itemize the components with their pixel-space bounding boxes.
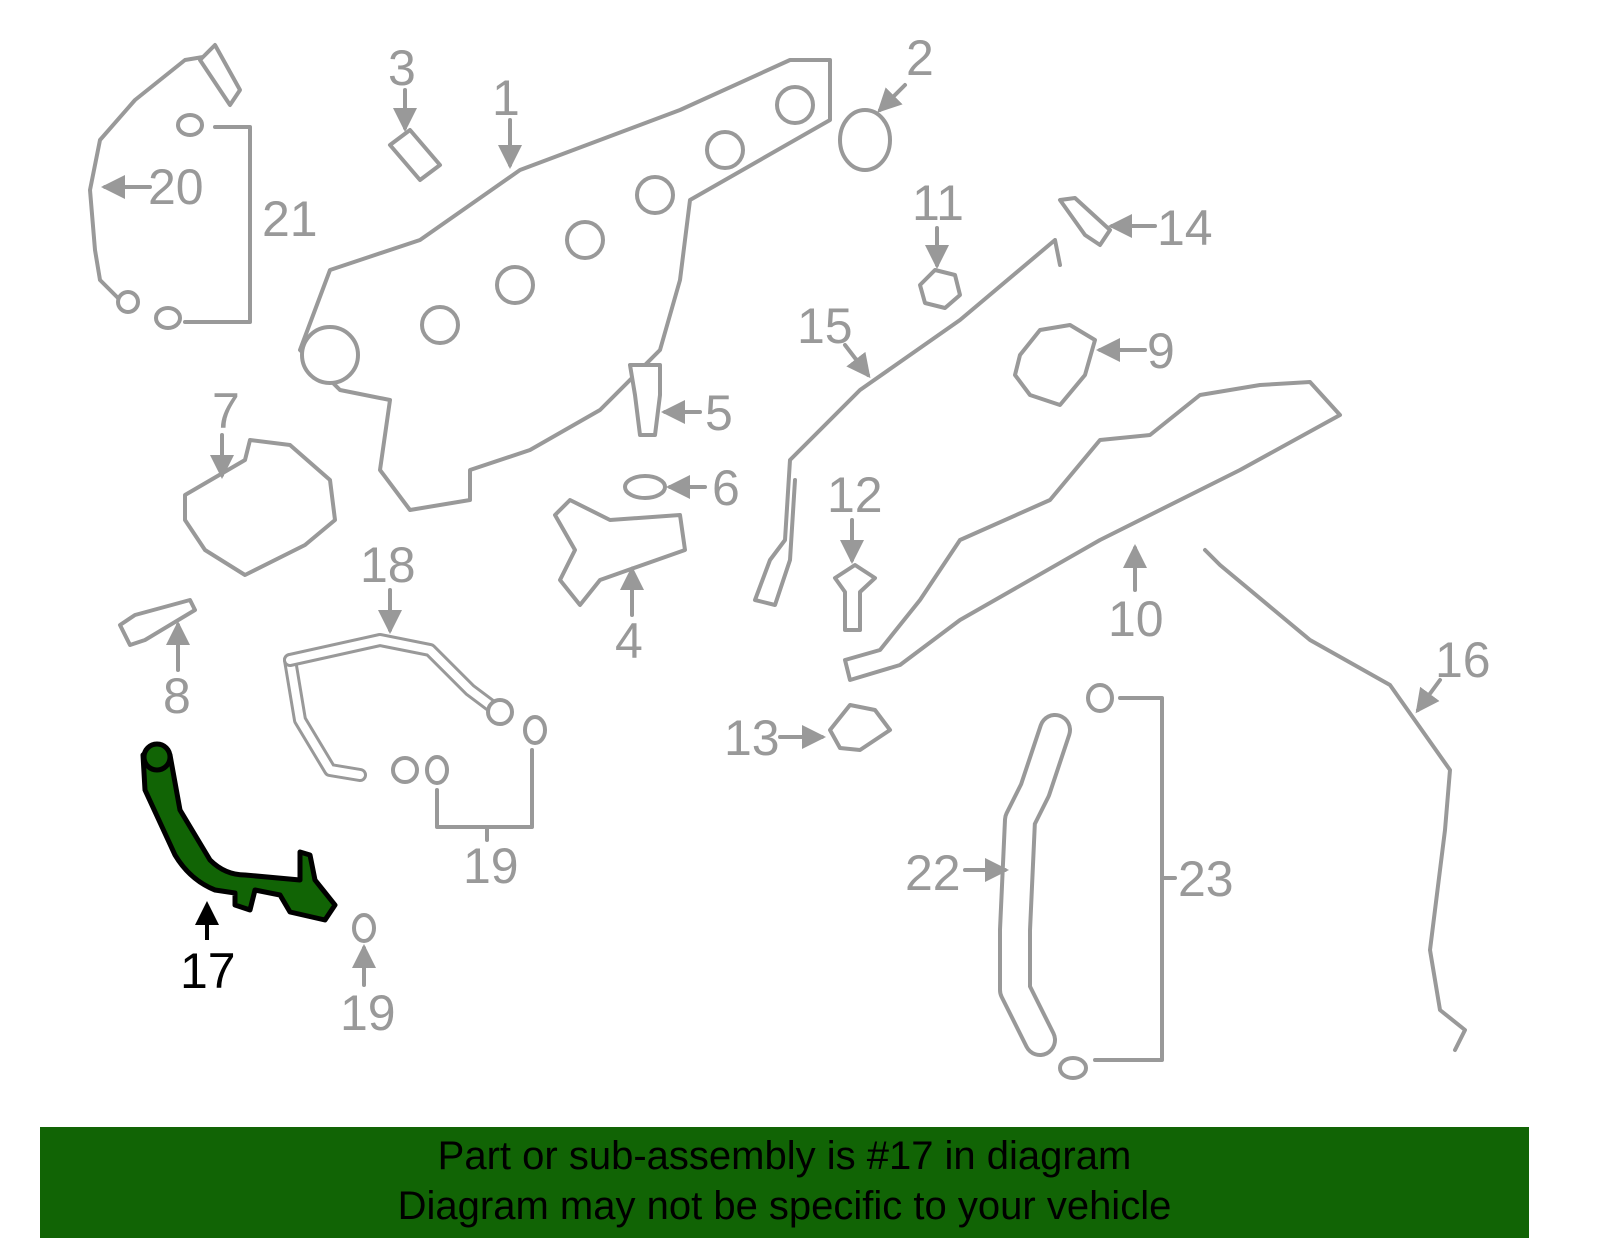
label-19-lower: 19 <box>340 985 396 1041</box>
label-6: 6 <box>712 460 740 516</box>
label-10: 10 <box>1108 591 1164 647</box>
label-15: 15 <box>797 298 853 354</box>
part-17-coolant-pipe-highlighted[interactable] <box>140 741 338 923</box>
label-2: 2 <box>906 30 934 86</box>
label-14: 14 <box>1157 200 1213 256</box>
part-23-oring-top[interactable] <box>1086 683 1114 713</box>
part-7-actuator[interactable] <box>183 438 337 577</box>
part-1-turbocharger[interactable] <box>298 58 832 512</box>
label-12: 12 <box>827 467 883 523</box>
label-8: 8 <box>163 668 191 724</box>
part-9-bracket[interactable] <box>1013 323 1097 407</box>
label-3: 3 <box>388 40 416 96</box>
part-6-washer[interactable] <box>623 474 667 500</box>
label-23: 23 <box>1178 851 1234 907</box>
part-4-bracket[interactable] <box>553 498 687 607</box>
label-4: 4 <box>615 613 643 669</box>
label-21: 21 <box>262 191 318 247</box>
bracket-23 <box>1093 696 1177 1062</box>
part-16-line[interactable] <box>1203 548 1467 1052</box>
part-20-oil-feed-line[interactable] <box>88 43 242 314</box>
part-19-oring[interactable] <box>352 913 376 943</box>
label-5: 5 <box>705 385 733 441</box>
part-19-oring[interactable] <box>425 755 449 785</box>
part-21-oring-top[interactable] <box>176 113 204 137</box>
part-14-clip[interactable] <box>1058 196 1112 247</box>
part-21-oring-bottom[interactable] <box>154 306 182 330</box>
part-15-line[interactable] <box>753 238 1062 607</box>
part-19-oring[interactable] <box>523 715 547 745</box>
label-11: 11 <box>912 175 964 231</box>
label-7: 7 <box>212 383 240 439</box>
info-banner: Part or sub-assembly is #17 in diagram D… <box>40 1127 1529 1238</box>
banner-line-2: Diagram may not be specific to your vehi… <box>397 1184 1172 1228</box>
part-18-coolant-pipe[interactable] <box>283 633 514 784</box>
label-19: 19 <box>463 838 519 894</box>
part-8-bolt[interactable] <box>118 598 197 647</box>
label-17: 17 <box>180 943 236 999</box>
label-22: 22 <box>905 845 961 901</box>
bracket-21 <box>183 125 252 324</box>
part-23-oring-bottom[interactable] <box>1058 1056 1088 1080</box>
part-2-gasket[interactable] <box>838 108 892 172</box>
banner-line-1: Part or sub-assembly is #17 in diagram <box>437 1134 1132 1178</box>
part-5-bolt[interactable] <box>628 363 662 437</box>
label-9: 9 <box>1147 323 1175 379</box>
part-12-bolt[interactable] <box>833 563 877 632</box>
part-11-nut[interactable] <box>918 268 962 310</box>
part-13-clip[interactable] <box>828 703 892 752</box>
label-16: 16 <box>1435 632 1491 688</box>
part-3-stud[interactable] <box>388 128 442 182</box>
part-10-heat-shield[interactable] <box>843 380 1342 682</box>
label-20: 20 <box>148 159 204 215</box>
label-18: 18 <box>360 537 416 593</box>
label-1: 1 <box>492 70 520 126</box>
label-13: 13 <box>724 710 780 766</box>
part-22-coolant-hose[interactable] <box>998 713 1072 1057</box>
